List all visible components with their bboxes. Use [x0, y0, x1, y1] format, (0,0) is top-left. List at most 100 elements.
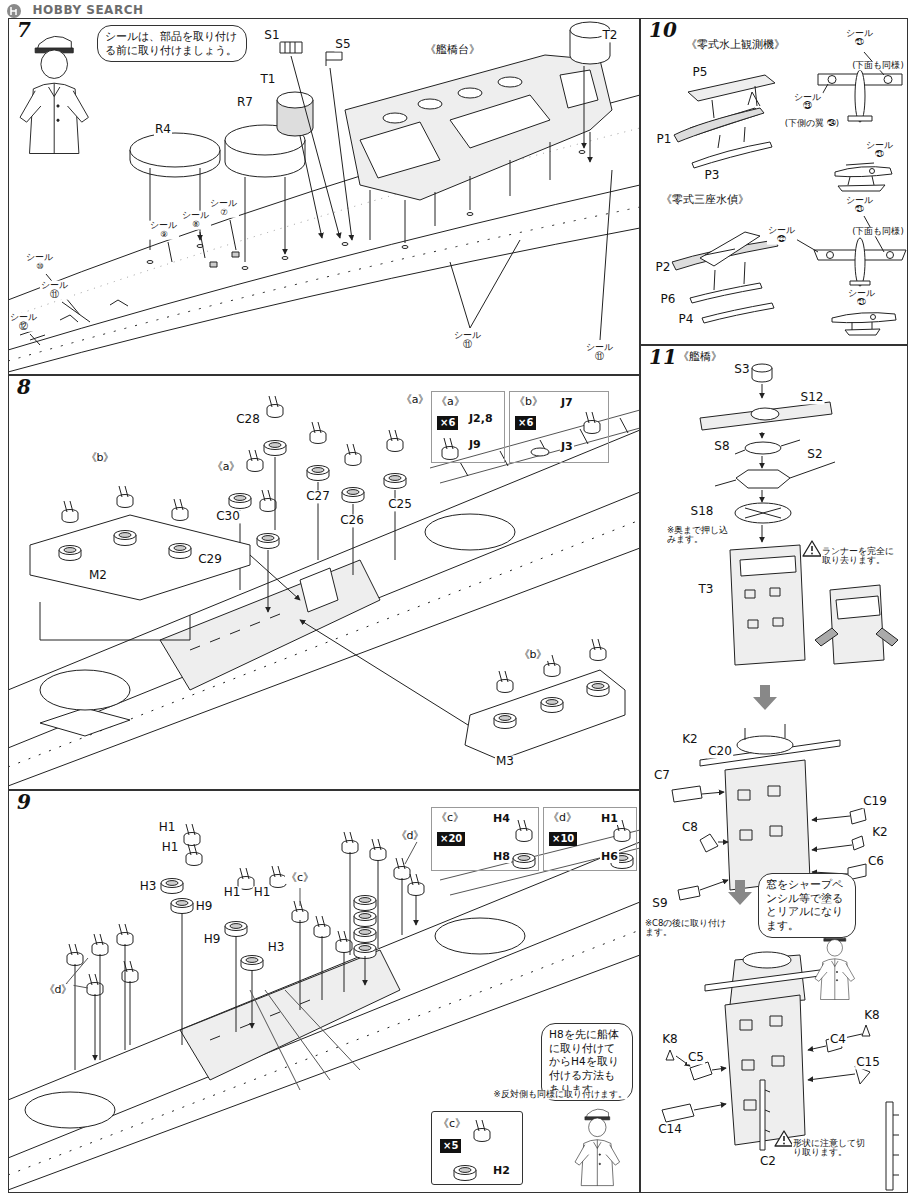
bridge-part: [662, 1104, 694, 1122]
bridge-part: [812, 816, 850, 820]
bridge-part: [718, 842, 728, 843]
group-heading: 《b》: [518, 649, 549, 661]
leader-line: [450, 170, 612, 340]
aircraft: [832, 313, 896, 323]
bridge-part: [745, 724, 785, 740]
deck-part: [584, 66, 585, 148]
group-heading: 《零式三座水偵》: [660, 194, 750, 206]
bridge-part: [893, 1115, 899, 1175]
part-mount: [117, 486, 133, 508]
deck-part: [560, 70, 598, 108]
bridge-part: [812, 845, 852, 850]
part-number: K8: [863, 1009, 881, 1022]
part-mount: [465, 670, 625, 760]
part-number: C4: [829, 1033, 847, 1046]
deck-part: [383, 113, 407, 123]
sticker-callout: シール ⑦: [209, 199, 239, 218]
part-mount: [345, 444, 361, 466]
part-number: C6: [867, 855, 885, 868]
group-heading: 《b》: [85, 452, 116, 464]
bridge-part: [770, 1016, 782, 1026]
line-art: [7, 4, 906, 1190]
sticker-callout: シール ㉓: [793, 93, 823, 112]
bridge-part: [728, 880, 752, 905]
part-mount: [387, 430, 403, 452]
part-mount: [92, 934, 108, 956]
part-mount: [354, 912, 376, 927]
part-mount: [122, 961, 138, 983]
ship-hull: [20, 330, 45, 340]
group-heading: 《a》: [400, 394, 431, 406]
bubble-text: シールは、部品を取り付ける前に取り付けましょう。: [105, 30, 239, 57]
part-number: H1: [161, 841, 180, 854]
part-number: P1: [656, 133, 673, 146]
ship-hull: [8, 492, 640, 748]
part-mount: [169, 544, 191, 559]
part-number: C27: [305, 490, 331, 503]
instruction-note: 形状に注意して切り取ります。: [792, 1139, 868, 1158]
bridge-part: [762, 525, 763, 542]
bridge-part: [762, 432, 763, 438]
part-number: S3: [733, 363, 750, 376]
bridge-part: [740, 1020, 752, 1030]
bridge-part: [762, 384, 763, 398]
part-number: S1: [263, 29, 280, 42]
sticker-callout: シール ㉑: [847, 289, 877, 308]
ship-hull: [25, 1092, 115, 1128]
part-number: C8: [681, 821, 699, 834]
part-mount: [87, 974, 103, 996]
aircraft: [718, 127, 745, 148]
quantity-badge: ×6: [437, 416, 458, 430]
step-number: 11: [647, 346, 679, 368]
bridge-part: [748, 620, 758, 628]
speech-bubble: 窓をシャープペンシル等で塗るとリアルになります。: [758, 873, 856, 938]
aircraft: [690, 283, 762, 303]
bridge-part: [762, 456, 763, 468]
part-number: H3: [139, 880, 158, 893]
aircraft: [884, 76, 892, 84]
part-number: C19: [862, 795, 888, 808]
line-art: [803, 541, 821, 556]
part-number: C14: [657, 1123, 683, 1136]
instruction-note: (下側の翼 ㉔): [784, 119, 840, 128]
part-mount: [117, 924, 133, 946]
quantity-badge: ×6: [515, 416, 536, 430]
part-mount: [182, 913, 252, 1045]
deck-part: [130, 133, 220, 167]
bridge-part: [773, 618, 783, 626]
aircraft: [714, 262, 745, 290]
step-number: 10: [647, 19, 679, 41]
aircraft: [702, 303, 774, 323]
watermark: HOBBY SEARCH: [32, 4, 145, 17]
speech-bubble: シールは、部品を取り付ける前に取り付けましょう。: [97, 25, 247, 62]
bridge-part: [712, 1068, 726, 1070]
sticker-callout: シール ⑩: [25, 253, 55, 272]
bridge-part: [715, 462, 835, 486]
ship-hull: [8, 185, 640, 350]
instruction-note: ※反対側も同様に取り付けます。: [492, 1090, 627, 1099]
bridge-part: [730, 545, 805, 665]
part-mount: [494, 714, 516, 729]
aircraft: [848, 116, 872, 121]
bridge-part: [735, 503, 791, 523]
bridge-part: [772, 1056, 784, 1066]
part-inset: 《a》×6J2,8J9: [431, 391, 505, 463]
logo: [11, 7, 16, 15]
ship-hull: [467, 213, 473, 216]
part-number: H3: [267, 941, 286, 954]
deck-part: [330, 68, 352, 240]
bridge-part: [830, 585, 884, 664]
bridge-part: [702, 792, 724, 794]
bridge-part: [742, 1060, 754, 1070]
instruction-note: ※C8の後に取り付けます。: [644, 919, 736, 938]
quantity-badge: ×10: [549, 832, 577, 846]
part-mount: [408, 874, 424, 896]
part-mount: [354, 896, 376, 911]
part-number: S12: [800, 391, 825, 404]
bridge-part: [808, 1046, 826, 1050]
bridge-part: [760, 1080, 765, 1150]
bridge-part: [740, 556, 796, 576]
ship-hull: [180, 950, 400, 1080]
bridge-part: [752, 364, 772, 372]
part-mount: [314, 916, 330, 938]
